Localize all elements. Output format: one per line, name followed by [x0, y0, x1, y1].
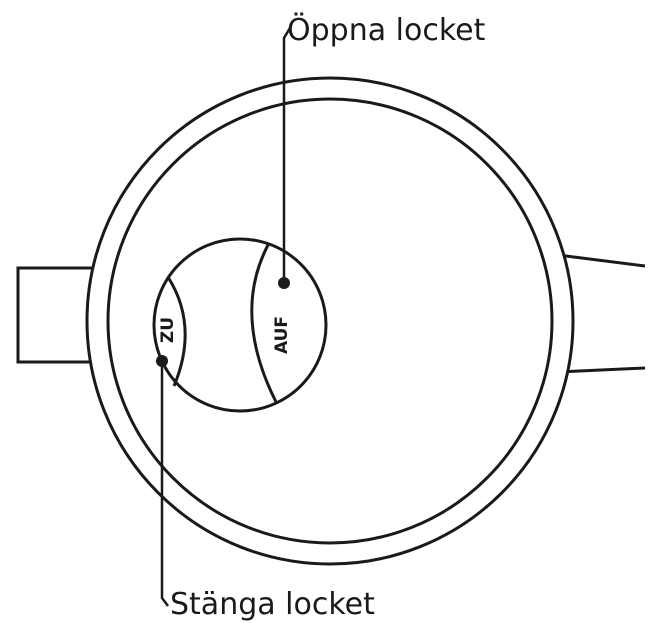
close-lid-leader-line	[160, 361, 169, 607]
right-handle	[557, 253, 646, 374]
open-lid-label: Öppna locket	[287, 12, 486, 48]
dial-divider-open	[250, 244, 278, 403]
open-lid-leader-line	[282, 27, 292, 283]
lid-inner-rim	[106, 97, 554, 545]
dial-marking-open: AUF	[272, 316, 292, 354]
close-lid-label: Stänga locket	[170, 587, 375, 622]
left-handle	[16, 266, 112, 364]
lid-dial[interactable]	[152, 237, 328, 413]
dial-marking-close: ZU	[158, 317, 178, 343]
dial-divider-close	[166, 276, 187, 387]
